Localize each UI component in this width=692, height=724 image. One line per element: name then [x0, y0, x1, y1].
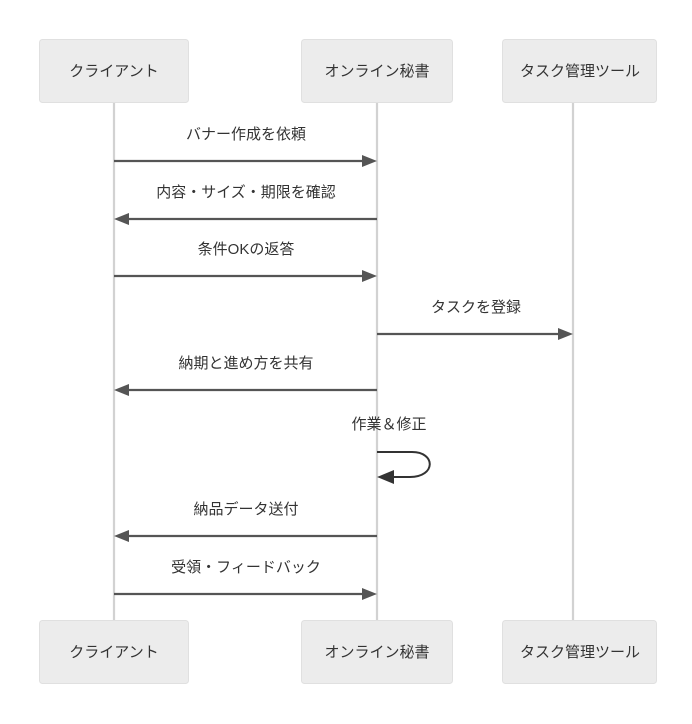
lifelines-group	[112, 103, 575, 620]
message-8-label: 受領・フィードバック	[171, 559, 321, 576]
actor-box-rect	[301, 39, 453, 103]
message-3-label: 条件OKの返答	[198, 241, 295, 258]
message-6-arrowhead-left	[377, 470, 394, 484]
actor-box-rect	[301, 620, 453, 684]
message-1-label: バナー作成を依頼	[186, 126, 306, 143]
message-1-arrowhead-right	[362, 155, 377, 167]
actor-box-task-tool-bottom[interactable]: タスク管理ツール	[502, 620, 657, 684]
actor-box-task-tool-top[interactable]: タスク管理ツール	[502, 39, 657, 103]
message-5[interactable]: 納期と進め方を共有	[114, 355, 377, 396]
actor-box-client-top[interactable]: クライアント	[39, 39, 189, 103]
actor-box-rect	[502, 620, 657, 684]
message-2-label: 内容・サイズ・期限を確認	[156, 184, 336, 201]
actor-label-task-tool-top: タスク管理ツール	[520, 63, 640, 80]
message-2-arrowhead-left	[114, 213, 129, 225]
message-7[interactable]: 納品データ送付	[114, 500, 377, 542]
message-4-label: タスクを登録	[431, 299, 521, 316]
actor-label-client-top: クライアント	[69, 63, 158, 80]
actor-box-rect	[39, 39, 189, 103]
message-3-arrowhead-right	[362, 270, 377, 282]
actor-box-rect	[502, 39, 657, 103]
actor-boxes-bottom: クライアント オンライン秘書 タスク管理ツール	[39, 620, 657, 684]
message-4-arrowhead-right	[558, 328, 573, 340]
actor-label-client-bottom: クライアント	[69, 644, 158, 661]
actor-label-secretary-top: オンライン秘書	[324, 63, 429, 80]
message-4[interactable]: タスクを登録	[377, 299, 573, 340]
message-2[interactable]: 内容・サイズ・期限を確認	[114, 184, 377, 225]
actor-box-secretary-bottom[interactable]: オンライン秘書	[301, 620, 453, 684]
message-8[interactable]: 受領・フィードバック	[114, 559, 377, 600]
message-8-arrowhead-right	[362, 588, 377, 600]
actor-label-secretary-bottom: オンライン秘書	[324, 644, 429, 661]
message-7-arrowhead-left	[114, 530, 129, 542]
message-1[interactable]: バナー作成を依頼	[114, 126, 377, 167]
message-6-self-loop[interactable]: 作業＆修正	[351, 416, 431, 484]
actor-box-rect	[39, 620, 189, 684]
message-6-label: 作業＆修正	[351, 416, 426, 433]
message-3[interactable]: 条件OKの返答	[114, 241, 377, 282]
message-7-label: 納品データ送付	[193, 500, 298, 518]
actor-boxes-top: クライアント オンライン秘書 タスク管理ツール	[39, 39, 657, 103]
actor-label-task-tool-bottom: タスク管理ツール	[520, 644, 640, 661]
message-5-arrowhead-left	[114, 384, 129, 396]
actor-box-secretary-top[interactable]: オンライン秘書	[301, 39, 453, 103]
message-5-label: 納期と進め方を共有	[178, 355, 313, 372]
message-6-loop-path	[377, 451, 431, 478]
actor-box-client-bottom[interactable]: クライアント	[39, 620, 189, 684]
messages-group: バナー作成を依頼 内容・サイズ・期限を確認 条件OKの返答 タスクを登録	[114, 126, 573, 600]
